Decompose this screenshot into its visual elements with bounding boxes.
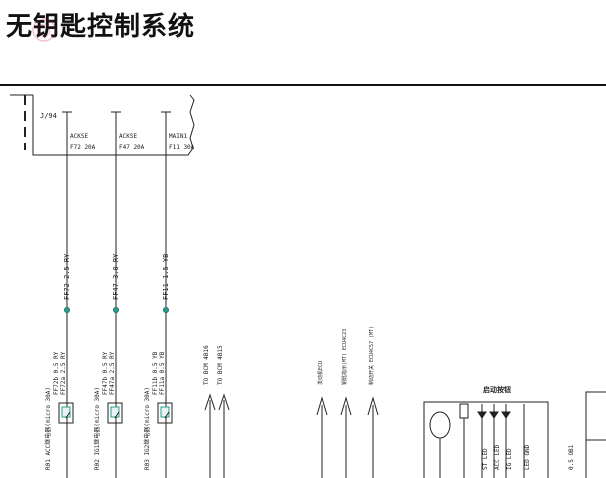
header-divider [0, 84, 606, 86]
watermark-seal [32, 18, 56, 42]
relay2-pin-b: FF47b 0.5 RY [102, 351, 109, 395]
wire-label-3: FF11 1.5 YB [162, 254, 170, 300]
junction-dots [64, 306, 169, 313]
fuse-name-2: ACKSE [119, 133, 137, 140]
relay-box-2 [107, 402, 123, 424]
fuse-name-1: ACKSE [70, 133, 88, 140]
fusebox-label: J/94 [40, 112, 57, 120]
module-pin-3: IG LED [506, 448, 513, 470]
fusebox [10, 94, 195, 156]
ecu-link-2: 钥匙指示(MT) ECU4C23 [341, 329, 348, 385]
module-label: 启动按钮 [483, 385, 511, 394]
right-label: 0.5 OB1 [568, 444, 575, 470]
relay1-pin-a: FF72a 2.5 RY [60, 351, 67, 395]
relay-box-1 [58, 402, 74, 424]
bcm-link-1: TO BCM 4B16 [203, 345, 210, 385]
relay1-pin-b: FF72b 0.5 RY [53, 351, 60, 395]
fuse-rating-1: F72 20A [70, 144, 96, 151]
right-connector [585, 391, 606, 478]
relay2-name: R02 IG1继电器(micro 30A) [93, 387, 101, 470]
relay-box-3 [157, 402, 173, 424]
relay2-pin-a: FF47a 2.5 RY [109, 351, 116, 395]
ecu-lines [316, 396, 379, 478]
bcm-link-2: TO BCM 4B15 [217, 345, 224, 385]
module-pin-1: ST LED [482, 448, 489, 470]
module-pin-4: LED GND [524, 444, 531, 470]
page-title: 无钥匙控制系统 [6, 12, 196, 42]
wire-label-1: FF72 2.5 RY [63, 253, 71, 300]
module-pin-2: ACC LED [494, 444, 501, 470]
ecu-link-1: 发动机ECU [317, 361, 324, 385]
ecu-link-3: 制动开关 ECU4C57 (MT) [368, 326, 375, 385]
fuse-rating-3: F11 30A [169, 144, 195, 151]
relay3-pin-a: FF11a 0.5 YB [159, 351, 166, 395]
bcm-lines [204, 393, 230, 478]
fuse-name-3: MAIN1 [169, 133, 187, 140]
fuse-rating-2: F47 20A [119, 144, 145, 151]
relay3-pin-b: FF11b 0.5 YB [152, 351, 159, 395]
wire-label-2: FF47 3.0 RY [112, 253, 120, 300]
relay1-name: R01 ACC继电器(micro 30A) [44, 387, 52, 470]
start-button-module [423, 401, 549, 478]
relay3-name: R03 IG2继电器(micro 30A) [143, 387, 151, 470]
